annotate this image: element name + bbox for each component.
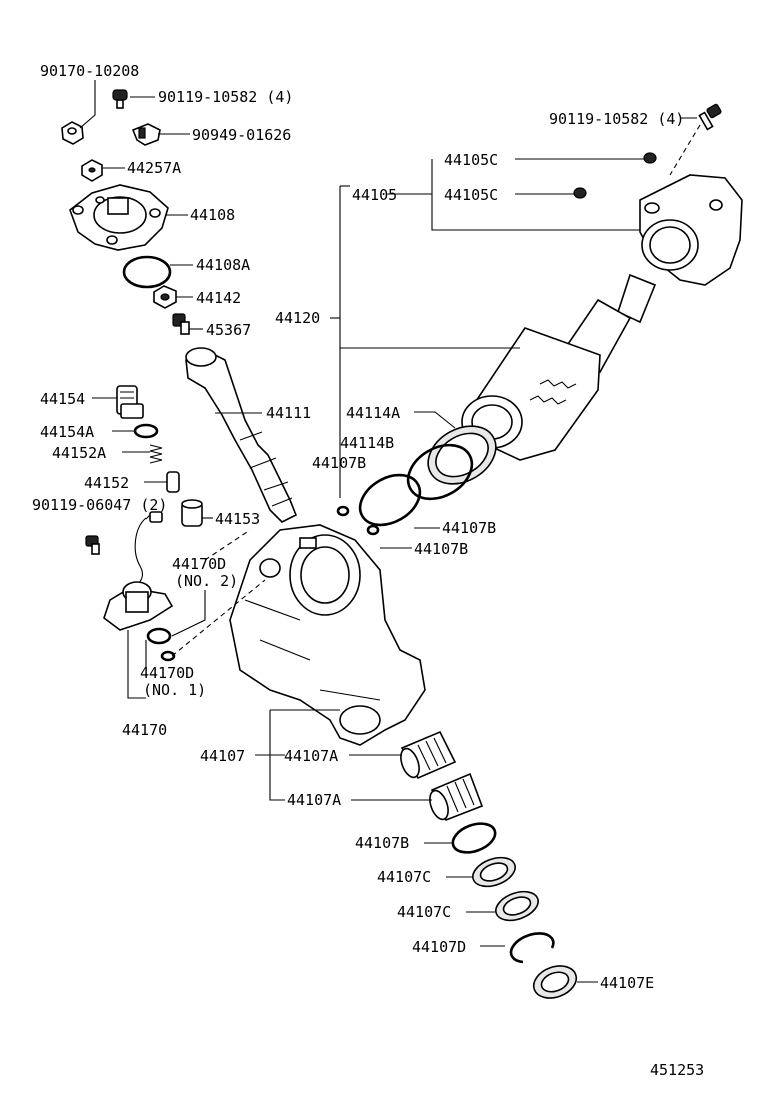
label-44108A: 44108A — [196, 256, 250, 274]
label-44107B-c: 44107B — [414, 540, 468, 558]
label-44142: 44142 — [196, 289, 241, 307]
label-44152A: 44152A — [52, 444, 106, 462]
o-ring-44154A — [133, 423, 159, 439]
label-44107C-a: 44107C — [377, 868, 431, 886]
label-90119-10582-right: 90119-10582 (4) — [549, 110, 684, 128]
o-ring-44107B-large — [358, 473, 422, 527]
spring-44152A — [149, 444, 163, 464]
cover-44108 — [69, 184, 169, 251]
label-44170D-no1: 44170D — [140, 664, 194, 682]
bolt-90119-10582-left — [112, 89, 128, 109]
label-90119-06047: 90119-06047 (2) — [32, 496, 167, 514]
label-44114A: 44114A — [346, 404, 400, 422]
label-44107B-a: 44107B — [312, 454, 366, 472]
bolt-90119-10582-right — [698, 103, 722, 131]
label-44105C-a: 44105C — [444, 151, 498, 169]
label-45367: 45367 — [206, 321, 251, 339]
o-ring-44108A — [122, 255, 172, 289]
o-ring-44107B-small-b — [366, 524, 380, 536]
label-44114B: 44114B — [340, 434, 394, 452]
seal-44114B — [406, 443, 474, 501]
plug-44154 — [116, 385, 144, 419]
nut-44142 — [153, 285, 177, 309]
seal-44107C-b — [495, 890, 539, 922]
label-44153: 44153 — [215, 510, 260, 528]
label-44170D-no1-sub: (NO. 1) — [143, 681, 206, 699]
plunger-44152 — [166, 471, 180, 493]
label-90949-01626: 90949-01626 — [192, 126, 291, 144]
o-ring-44107B-small-a — [336, 505, 350, 517]
snap-ring-44107D — [509, 932, 555, 964]
valve-shaft-44111 — [185, 347, 298, 523]
label-44105: 44105 — [352, 186, 397, 204]
label-44170D-no2-sub: (NO. 2) — [175, 572, 238, 590]
screw-45367 — [172, 313, 190, 335]
label-44107: 44107 — [200, 747, 245, 765]
label-44170: 44170 — [122, 721, 167, 739]
solenoid-44170 — [103, 511, 174, 631]
label-44105C-b: 44105C — [444, 186, 498, 204]
label-44107E: 44107E — [600, 974, 654, 992]
leader-lines — [79, 80, 701, 983]
sleeve-44153 — [181, 499, 203, 527]
label-44120: 44120 — [275, 309, 320, 327]
valve-body-44105 — [639, 174, 743, 286]
o-ring-44170D-no1 — [160, 650, 176, 662]
label-44107D: 44107D — [412, 938, 466, 956]
label-44154A: 44154A — [40, 423, 94, 441]
input-shaft-44120 — [461, 273, 657, 461]
label-44154: 44154 — [40, 390, 85, 408]
nut-44257A — [81, 159, 103, 182]
label-44107B-d: 44107B — [355, 834, 409, 852]
bolt-90119-06047 — [85, 535, 100, 555]
label-44257A: 44257A — [127, 159, 181, 177]
label-44107C-b: 44107C — [397, 903, 451, 921]
diagram-number: 451253 — [650, 1061, 704, 1079]
label-44111: 44111 — [266, 404, 311, 422]
part-labels: 90170-10208 90119-10582 (4) 90949-01626 … — [32, 62, 704, 1079]
o-ring-44107B-lower — [451, 822, 497, 854]
o-ring-44170D-no2 — [146, 627, 172, 645]
gear-housing-44107 — [229, 524, 426, 746]
label-90119-10582-left: 90119-10582 (4) — [158, 88, 293, 106]
label-44170D-no2: 44170D — [172, 555, 226, 573]
label-44107B-b: 44107B — [442, 519, 496, 537]
cap-44105C-a — [643, 152, 657, 164]
bearing-44107A-b — [429, 772, 484, 822]
nut-90170-10208 — [61, 121, 84, 145]
label-44107A-a: 44107A — [284, 747, 338, 765]
label-90170-10208: 90170-10208 — [40, 62, 139, 80]
seal-44107E — [532, 965, 578, 999]
label-44107A-b: 44107A — [287, 791, 341, 809]
seal-44107C-a — [472, 856, 516, 888]
bearing-44107A-a — [400, 730, 457, 780]
cap-44105C-b — [573, 187, 587, 199]
label-44152: 44152 — [84, 474, 129, 492]
clip-90949-01626 — [131, 123, 161, 146]
label-44108: 44108 — [190, 206, 235, 224]
